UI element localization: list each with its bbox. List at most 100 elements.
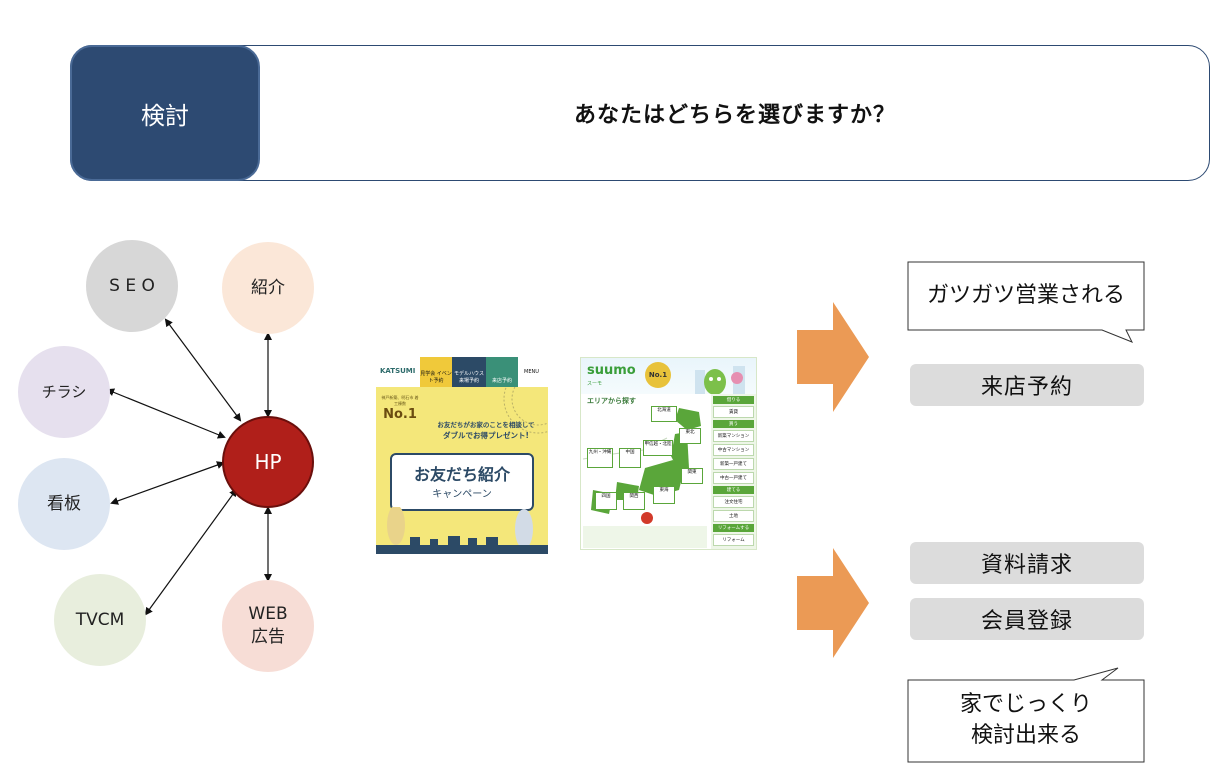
region-kanto-label: 関東 <box>687 470 697 475</box>
visit-reservation-button[interactable]: 来店予約 <box>910 364 1144 406</box>
promo-line1: お友だちがお家のことを相談して <box>437 421 535 429</box>
link-tvcm <box>144 488 238 616</box>
link-kanban <box>110 461 225 505</box>
header-frame <box>70 45 1210 181</box>
region-tokai-label: 東海 <box>659 488 669 493</box>
side-used-house[interactable]: 中古一戸建て <box>713 472 754 484</box>
side-new-house[interactable]: 新築一戸建て <box>713 458 754 470</box>
node-seo: S E O <box>86 240 178 332</box>
suumo-screenshot: suumo スーモ No.1 エリアから探す 北海道 東北 甲信越・北陸 関東 … <box>580 357 757 550</box>
node-web-line1: WEB <box>248 604 288 625</box>
katsumi-logo: KATSUMI <box>380 367 416 375</box>
nav-event-label: 見学会 イベント予約 <box>420 371 452 384</box>
callout-bottom-shape <box>907 667 1145 763</box>
campaign-title: お友だち紹介 <box>413 465 510 484</box>
deco-circle <box>503 387 548 434</box>
link-seo <box>164 318 242 422</box>
side-reform[interactable]: リフォーム <box>713 534 754 546</box>
skyline-illustration <box>376 507 548 554</box>
callout-top-text: ガツガツ営業される <box>926 282 1125 308</box>
node-seo-label: S E O <box>109 275 155 296</box>
node-tvcm: TVCM <box>54 574 146 666</box>
callout-bottom: 家でじっくり検討出来る <box>908 682 1144 760</box>
node-kanban-label: 看板 <box>47 493 81 514</box>
region-hokkaido[interactable]: 北海道 <box>651 406 677 422</box>
region-hokuriku-label: 甲信越・北陸 <box>644 442 672 447</box>
request-documents-label: 資料請求 <box>980 553 1073 578</box>
menu-icon[interactable]: MENU <box>524 369 539 375</box>
header-tag: 検討 <box>70 45 260 181</box>
side-rent[interactable]: 賃貸 <box>713 406 754 418</box>
katsumi-screenshot: KATSUMI 見学会 イベント予約 モデルハウス 来場予約 来店予約 MENU… <box>376 357 548 554</box>
node-kanban: 看板 <box>18 458 110 550</box>
nav-visit-label: 来店予約 <box>491 378 512 384</box>
region-tohoku[interactable]: 東北 <box>679 428 701 444</box>
node-hp-label: HP <box>254 449 282 474</box>
no1-badge: 神戸新築、明石市 着工棟数 No.1 <box>380 395 420 435</box>
region-tohoku-label: 東北 <box>685 430 695 435</box>
callout-top-shape <box>907 261 1145 343</box>
arrow-right-top <box>797 302 869 412</box>
arrow-right-bottom <box>797 548 869 658</box>
node-tvcm-label: TVCM <box>75 609 125 630</box>
region-kanto[interactable]: 関東 <box>681 468 703 484</box>
side-build-header: 建てる <box>713 486 754 494</box>
region-hokkaido-label: 北海道 <box>657 408 671 413</box>
node-hp: HP <box>222 416 314 508</box>
region-chugoku-label: 中国 <box>625 450 635 455</box>
campaign-card: お友だち紹介 キャンペーン <box>390 453 534 511</box>
node-chirashi: チラシ <box>18 346 110 438</box>
suumo-logo-sub: スーモ <box>587 381 603 387</box>
suumo-mascot <box>695 366 745 394</box>
callout-bottom-line1: 家でじっくり <box>959 692 1092 718</box>
nav-event[interactable]: 見学会 イベント予約 <box>420 357 452 387</box>
promo-line2: ダブルでお得プレゼント! <box>443 431 529 440</box>
region-hokuriku[interactable]: 甲信越・北陸 <box>643 440 673 456</box>
region-shikoku[interactable]: 四国 <box>595 492 617 510</box>
region-tokai[interactable]: 東海 <box>653 486 675 504</box>
region-kyushu-label: 九州・沖縄 <box>588 450 612 455</box>
side-reform-header: リフォームする <box>713 524 754 532</box>
node-chirashi-label: チラシ <box>41 382 87 401</box>
request-documents-button[interactable]: 資料請求 <box>910 542 1144 584</box>
header-tag-label: 検討 <box>141 101 189 130</box>
member-registration-label: 会員登録 <box>980 609 1073 634</box>
side-used-mansion[interactable]: 中古マンション <box>713 444 754 456</box>
region-kyushu[interactable]: 九州・沖縄 <box>587 448 613 468</box>
region-kansai[interactable]: 関西 <box>623 492 645 510</box>
side-land[interactable]: 土地 <box>713 510 754 522</box>
header-question: あなたはどちらを選びますか？ <box>260 45 1210 181</box>
callout-top: ガツガツ営業される <box>908 262 1144 330</box>
question-text: あなたはどちらを選びますか？ <box>573 103 896 128</box>
side-buy-header: 買う <box>713 420 754 428</box>
suumo-footer-links <box>583 526 707 548</box>
suumo-badge-label: No.1 <box>648 371 668 379</box>
suumo-logo: suumo <box>587 363 636 378</box>
region-kansai-label: 関西 <box>629 494 639 499</box>
nav-visit[interactable]: 来店予約 <box>486 357 518 387</box>
nav-model-label: モデルハウス 来場予約 <box>453 371 484 384</box>
area-title: エリアから探す <box>587 397 636 405</box>
campaign-sub: キャンペーン <box>432 489 492 500</box>
badge-caption: 神戸新築、明石市 着工棟数 <box>381 395 419 406</box>
node-shokai: 紹介 <box>222 242 314 334</box>
visit-reservation-label: 来店予約 <box>980 375 1073 400</box>
side-rent-header: 借りる <box>713 396 754 404</box>
side-new-mansion[interactable]: 新築マンション <box>713 430 754 442</box>
side-custom-home[interactable]: 注文住宅 <box>713 496 754 508</box>
badge-no1: No.1 <box>383 407 417 422</box>
region-chugoku[interactable]: 中国 <box>619 448 641 468</box>
node-web-line2: 広告 <box>251 627 285 647</box>
member-registration-button[interactable]: 会員登録 <box>910 598 1144 640</box>
node-shokai-label: 紹介 <box>251 277 285 298</box>
suumo-no1-badge: No.1 <box>645 362 671 388</box>
nav-model[interactable]: モデルハウス 来場予約 <box>452 357 486 387</box>
link-chirashi <box>106 388 226 439</box>
callout-bottom-text: 家でじっくり検討出来る <box>960 690 1092 752</box>
suumo-side-menu: 借りる 賃貸 買う 新築マンション 中古マンション 新築一戸建て 中古一戸建て … <box>711 394 756 549</box>
callout-bottom-line2: 検討出来る <box>970 723 1081 748</box>
region-shikoku-label: 四国 <box>601 494 611 499</box>
